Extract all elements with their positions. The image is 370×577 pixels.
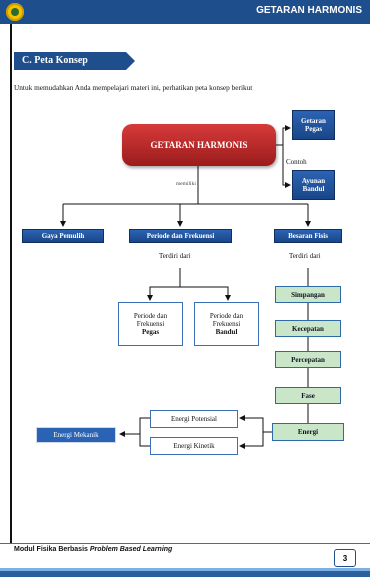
periode-pegas-line3: Pegas	[141, 328, 160, 337]
concept-fase: Fase	[275, 387, 341, 404]
concept-main-node: GETARAN HARMONIS	[122, 124, 276, 166]
label-contoh: Contoh	[286, 158, 307, 166]
periode-pegas-line2: Frekuensi	[136, 319, 165, 328]
concept-percepatan: Percepatan	[275, 351, 341, 368]
label-terdiri-dari-2: Terdiri dari	[289, 252, 321, 260]
left-border	[10, 24, 12, 544]
concept-periode-frekuensi: Periode dan Frekuensi	[129, 229, 232, 243]
concept-energi: Energi	[272, 423, 344, 441]
concept-periode-pegas: Periode dan Frekuensi Pegas	[118, 302, 183, 346]
footer-rule	[0, 543, 370, 544]
label-terdiri-dari-1: Terdiri dari	[159, 252, 191, 260]
concept-periode-bandul: Periode dan Frekuensi Bandul	[194, 302, 259, 346]
concept-energi-mekanik: Energi Mekanik	[36, 427, 116, 443]
footer-text-main: Modul Fisika Berbasis	[14, 546, 90, 553]
concept-getaran-pegas-line1: Getaran	[301, 117, 326, 125]
page-number: 3	[334, 549, 356, 567]
intro-text: Untuk memudahkan Anda mempelajari materi…	[14, 83, 253, 92]
periode-pegas-line1: Periode dan	[133, 311, 168, 320]
footer-strip	[0, 568, 370, 577]
concept-ayunan-bandul: Ayunan Bandul	[292, 170, 335, 200]
concept-simpangan: Simpangan	[275, 286, 341, 303]
periode-bandul-line2: Frekuensi	[212, 319, 241, 328]
concept-ayunan-bandul-line1: Ayunan	[301, 177, 326, 185]
footer-text: Modul Fisika Berbasis Problem Based Lear…	[14, 546, 172, 553]
periode-bandul-line3: Bandul	[215, 328, 238, 337]
periode-bandul-line1: Periode dan	[209, 311, 244, 320]
page-header: GETARAN HARMONIS	[0, 0, 370, 24]
concept-kecepatan: Kecepatan	[275, 320, 341, 337]
concept-ayunan-bandul-line2: Bandul	[302, 185, 325, 193]
concept-energi-kinetik: Energi Kinetik	[150, 437, 238, 455]
header-title: GETARAN HARMONIS	[256, 5, 362, 16]
label-memiliki: memiliki	[176, 181, 196, 187]
concept-getaran-pegas: Getaran Pegas	[292, 110, 335, 140]
concept-gaya-pemulih: Gaya Pemulih	[22, 229, 104, 243]
concept-energi-potensial: Energi Potensial	[150, 410, 238, 428]
concept-besaran-fisis: Besaran Fisis	[274, 229, 342, 243]
concept-getaran-pegas-line2: Pegas	[304, 125, 323, 133]
section-tag: C. Peta Konsep	[14, 52, 135, 70]
logo-icon	[6, 3, 24, 21]
footer-text-italic: Problem Based Learning	[89, 546, 173, 553]
